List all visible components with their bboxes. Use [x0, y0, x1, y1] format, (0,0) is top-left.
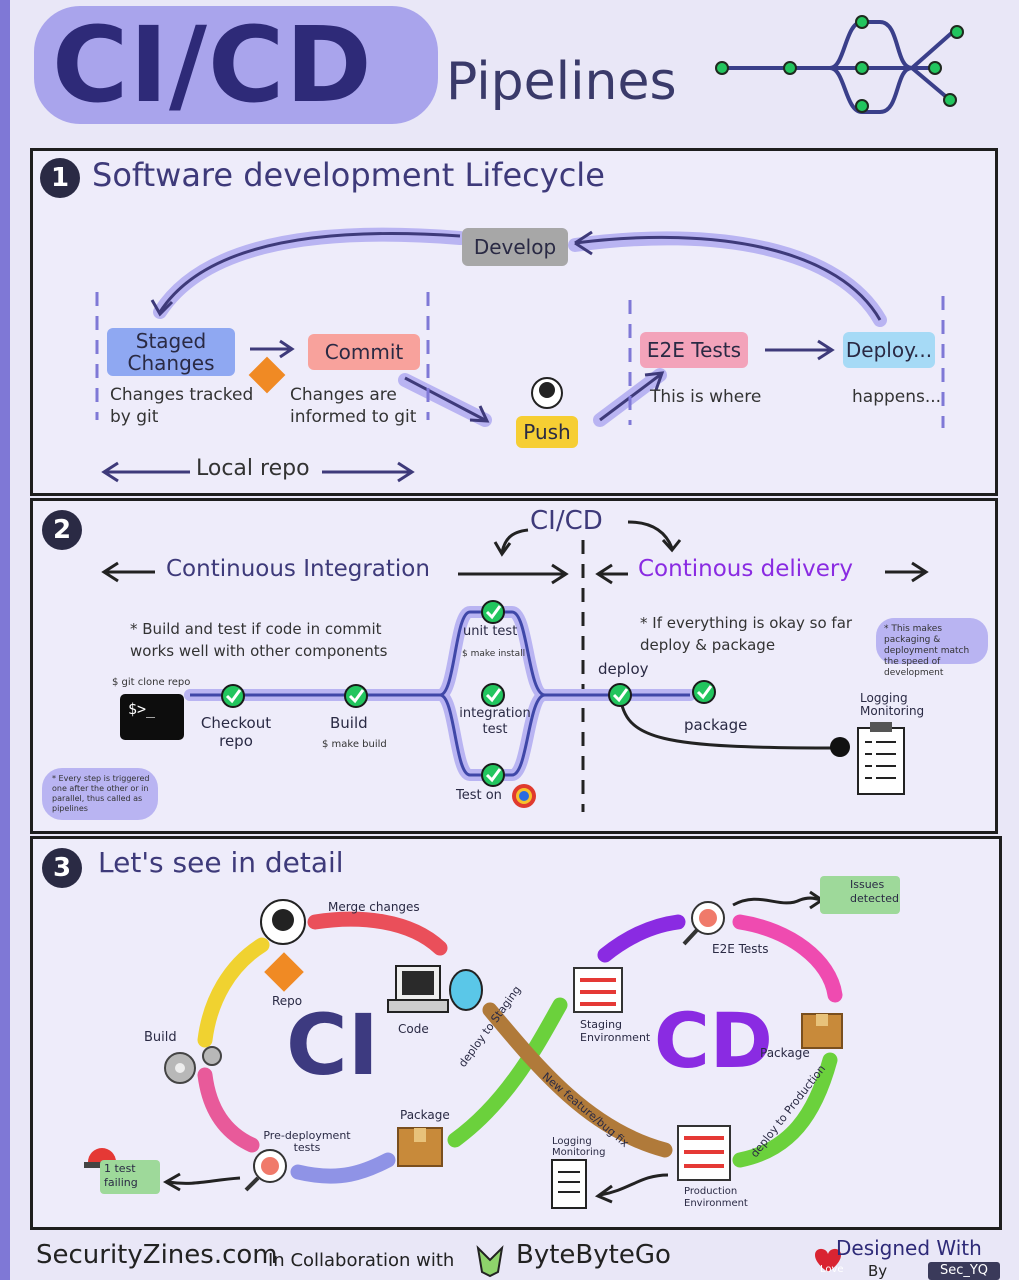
footer-handle[interactable]: Sec_YQ — [928, 1262, 1000, 1280]
issues-badge — [820, 876, 900, 914]
package-right-label: Package — [760, 1046, 810, 1060]
side-note-blob — [876, 618, 988, 664]
section-lifecycle — [30, 148, 998, 496]
pipeline-logo-icon — [715, 15, 964, 114]
commit-box: Commit — [308, 334, 420, 370]
staged-note: Changes tracked by git — [110, 385, 254, 427]
predeploy-label: Pre-deployment tests — [263, 1129, 351, 1154]
ci-big-label: CI — [286, 996, 379, 1094]
staging-env-label: Staging Environment — [580, 1018, 651, 1044]
merge-changes-label: Merge changes — [328, 900, 420, 914]
section-3-heading: Let's see in detail — [98, 846, 344, 879]
side-note: * This makes packaging & deployment matc… — [884, 624, 970, 678]
cd-big-label: CD — [654, 996, 773, 1085]
section-1-heading: Software development Lifecycle — [92, 156, 605, 194]
repo-label: Repo — [272, 994, 303, 1008]
local-repo-label: Local repo — [196, 456, 310, 481]
failing-badge — [100, 1160, 160, 1194]
develop-box: Develop — [462, 228, 568, 266]
push-box: Push — [516, 416, 578, 448]
e2e-tests-box: E2E Tests — [640, 332, 748, 368]
lifecycle-arrows — [95, 227, 945, 483]
checkout-label: Checkout repo — [200, 714, 272, 750]
e2e-note: This is where — [650, 387, 762, 407]
footer-designed: Designed With — [836, 1236, 982, 1260]
deploy-note: happens... — [852, 387, 942, 407]
footer-site[interactable]: SecurityZines.com — [36, 1240, 278, 1270]
package-label: package — [684, 716, 748, 734]
deploy-label: deploy — [598, 660, 649, 678]
make-install-label: $ make install — [462, 649, 526, 659]
left-accent-bar — [0, 0, 10, 1280]
section-number-3: 3 — [42, 848, 82, 888]
git-clone-label: $ git clone repo — [112, 677, 191, 688]
title-highlight — [34, 6, 438, 124]
page-title: CI/CD — [52, 4, 373, 126]
ci-heading: Continuous Integration — [166, 556, 430, 582]
commit-note: Changes are informed to git — [290, 385, 417, 427]
pipeline-footnote: * Every step is triggered one after the … — [52, 774, 150, 813]
make-build-label: $ make build — [322, 739, 387, 750]
e2e-label: E2E Tests — [712, 942, 769, 956]
infinity-loop-diagram — [84, 876, 864, 1209]
footer-love: Love — [820, 1264, 844, 1275]
integration-test-label: integration test — [459, 706, 531, 737]
terminal-icon: $>_ — [120, 694, 184, 740]
page-subtitle: Pipelines — [446, 52, 677, 112]
logging-label: Logging Monitoring — [552, 1136, 606, 1158]
unit-test-label: unit test — [463, 624, 518, 639]
staged-changes-box: Staged Changes — [107, 328, 235, 376]
cd-description: * If everything is okay so far deploy & … — [640, 614, 853, 654]
footer-partner[interactable]: ByteByteGo — [516, 1240, 671, 1270]
section-number-1: 1 — [40, 158, 80, 198]
prod-env-label: Production Environment — [684, 1186, 748, 1209]
test-on-label: Test on — [456, 788, 502, 803]
code-label: Code — [398, 1022, 429, 1036]
deploy-box: Deploy... — [843, 332, 935, 368]
cicd-label: CI/CD — [530, 506, 603, 536]
footer-collab: In Collaboration with — [268, 1250, 455, 1271]
build-stage-label: Build — [144, 1030, 177, 1045]
section-number-2: 2 — [42, 510, 82, 550]
footer-by: By — [868, 1262, 888, 1280]
cd-heading: Continous delivery — [638, 556, 853, 582]
package-left-label: Package — [400, 1108, 450, 1122]
logging-monitoring-label: Logging Monitoring — [860, 691, 925, 718]
issues-detected-label: Issues detected — [850, 878, 899, 905]
ci-description: * Build and test if code in commit works… — [130, 620, 388, 660]
test-failing-label: 1 test failing — [104, 1162, 138, 1189]
pipeline-diagram — [101, 520, 929, 812]
footnote-blob — [42, 768, 158, 820]
build-label: Build — [330, 714, 368, 732]
